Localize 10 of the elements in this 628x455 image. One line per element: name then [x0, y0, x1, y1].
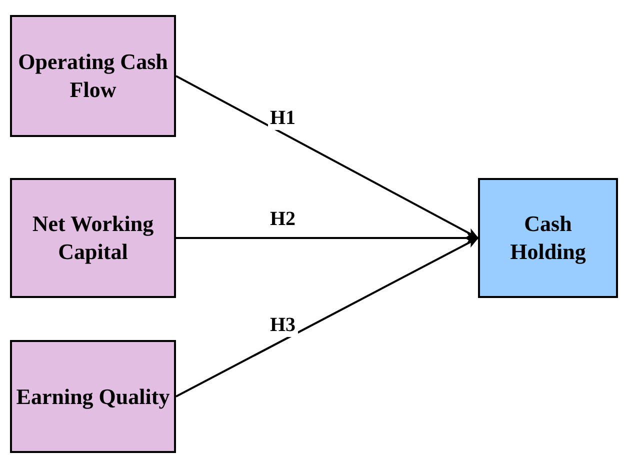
- variable-box: [10, 178, 176, 298]
- variable-label: Earning Quality: [16, 382, 170, 410]
- variable-label: Cash Holding: [509, 210, 587, 266]
- variable-box: [478, 178, 618, 298]
- arrow: [176, 75, 479, 239]
- variable-label: Operating Cash Flow: [17, 48, 169, 104]
- arrow: [176, 237, 479, 398]
- variable-label: Net Working Capital: [31, 210, 155, 266]
- variable-box: [10, 340, 176, 453]
- variable-box: [10, 15, 176, 137]
